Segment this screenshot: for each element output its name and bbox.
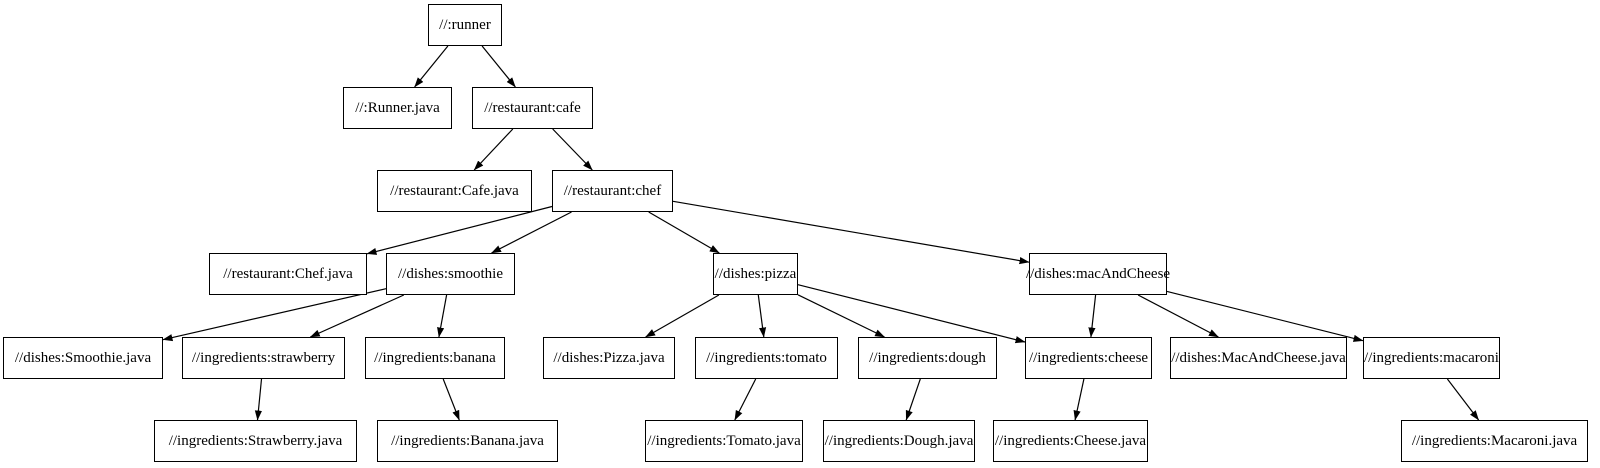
graph-node-runner: //:runner (428, 4, 502, 46)
graph-node-cafe_java: //restaurant:Cafe.java (377, 170, 532, 212)
edge-cafe-to-cafe_java (473, 128, 514, 171)
graph-node-cheese_java: //ingredients:Cheese.java (993, 420, 1148, 462)
graph-node-label: //ingredients:strawberry (191, 349, 336, 366)
edge-mac_and_cheese-to-mac_and_cheese_java (1137, 294, 1219, 338)
edge-runner-to-runner_java (414, 45, 449, 88)
graph-node-label: //dishes:MacAndCheese.java (1171, 349, 1346, 366)
edge-mac_and_cheese-to-cheese (1088, 294, 1097, 338)
graph-node-macaroni: //ingredients:macaroni (1363, 337, 1500, 379)
edge-chef-to-chef_java (366, 205, 553, 255)
graph-node-label: //dishes:pizza (714, 265, 797, 282)
graph-node-tomato: //ingredients:tomato (695, 337, 838, 379)
graph-node-pizza_java: //dishes:Pizza.java (543, 337, 675, 379)
graph-node-label: //restaurant:Cafe.java (390, 182, 519, 199)
graph-node-label: //ingredients:Cheese.java (994, 432, 1147, 449)
graph-node-label: //restaurant:cafe (484, 99, 581, 116)
graph-node-label: //dishes:smoothie (398, 265, 503, 282)
graph-node-chef_java: //restaurant:Chef.java (209, 253, 367, 295)
graph-node-label: //ingredients:Tomato.java (647, 432, 801, 449)
edge-smoothie-to-strawberry (309, 294, 405, 338)
edge-dough-to-dough_java (905, 378, 921, 421)
graph-node-tomato_java: //ingredients:Tomato.java (645, 420, 803, 462)
graph-node-dough_java: //ingredients:Dough.java (823, 420, 975, 462)
edge-tomato-to-tomato_java (734, 378, 757, 421)
edge-strawberry-to-strawberry_java (254, 378, 263, 421)
graph-node-label: //ingredients:Strawberry.java (168, 432, 343, 449)
graph-node-label: //ingredients:dough (869, 349, 986, 366)
graph-node-label: //dishes:macAndCheese (1025, 265, 1171, 282)
graph-node-runner_java: //:Runner.java (343, 87, 452, 129)
graph-node-banana_java: //ingredients:Banana.java (377, 420, 558, 462)
graph-node-label: //ingredients:Dough.java (824, 432, 974, 449)
edge-pizza-to-dough (797, 294, 885, 338)
edge-smoothie-to-smoothie_java (162, 288, 387, 342)
graph-node-label: //ingredients:cheese (1028, 349, 1149, 366)
graph-node-cheese: //ingredients:cheese (1025, 337, 1152, 379)
graph-node-strawberry_java: //ingredients:Strawberry.java (154, 420, 357, 462)
graph-node-macaroni_java: //ingredients:Macaroni.java (1401, 420, 1588, 462)
edge-macaroni-to-macaroni_java (1446, 378, 1480, 421)
edge-cheese-to-cheese_java (1073, 378, 1085, 421)
graph-node-label: //restaurant:chef (563, 182, 662, 199)
graph-node-strawberry: //ingredients:strawberry (182, 337, 345, 379)
graph-node-mac_and_cheese: //dishes:macAndCheese (1025, 253, 1171, 295)
graph-node-smoothie: //dishes:smoothie (386, 253, 515, 295)
edge-runner-to-cafe (481, 45, 516, 88)
graph-node-label: //:runner (439, 16, 491, 33)
graph-node-dough: //ingredients:dough (858, 337, 997, 379)
edge-cafe-to-chef (552, 128, 593, 171)
edge-pizza-to-cheese (797, 284, 1026, 344)
graph-node-cafe: //restaurant:cafe (472, 87, 593, 129)
graph-node-label: //dishes:Smoothie.java (14, 349, 152, 366)
graph-node-label: //restaurant:Chef.java (223, 265, 353, 282)
graph-node-label: //dishes:Pizza.java (553, 349, 665, 366)
edge-chef-to-pizza (648, 211, 720, 254)
edge-pizza-to-pizza_java (645, 294, 720, 338)
graph-node-mac_and_cheese_java: //dishes:MacAndCheese.java (1170, 337, 1347, 379)
graph-node-label: //ingredients:banana (374, 349, 496, 366)
graph-node-label: //ingredients:Banana.java (391, 432, 544, 449)
edge-pizza-to-tomato (757, 294, 767, 338)
graph-node-label: //ingredients:Macaroni.java (1411, 432, 1578, 449)
edge-smoothie-to-banana (437, 294, 448, 338)
graph-node-pizza: //dishes:pizza (713, 253, 798, 295)
graph-node-smoothie_java: //dishes:Smoothie.java (3, 337, 163, 379)
graph-node-label: //:Runner.java (355, 99, 440, 116)
graph-node-banana: //ingredients:banana (365, 337, 505, 379)
graph-node-label: //ingredients:tomato (706, 349, 827, 366)
graph-node-chef: //restaurant:chef (552, 170, 673, 212)
graph-node-label: //ingredients:macaroni (1364, 349, 1499, 366)
edge-mac_and_cheese-to-macaroni (1166, 290, 1364, 342)
edge-banana-to-banana_java (442, 378, 460, 421)
edge-chef-to-smoothie (491, 211, 572, 254)
